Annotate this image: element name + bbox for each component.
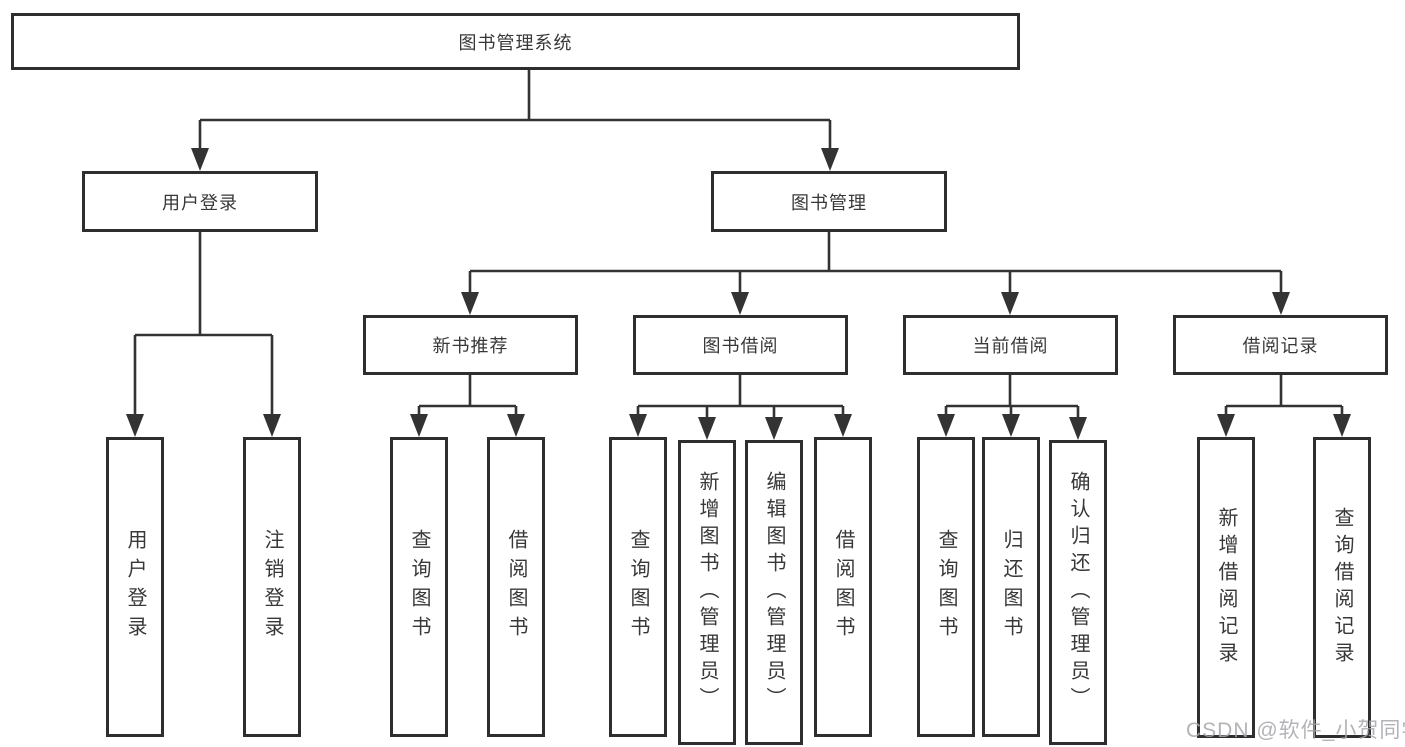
node-current-borrow: 当前借阅 xyxy=(903,315,1118,375)
leaf-borrow-books-recommend: 借阅图书 xyxy=(487,437,545,737)
leaf-logout: 注销登录 xyxy=(243,437,301,737)
node-book-borrow: 图书借阅 xyxy=(633,315,848,375)
leaf-query-borrow-record: 查询借阅记录 xyxy=(1313,437,1371,738)
leaf-user-login: 用户登录 xyxy=(106,437,164,737)
node-user-login: 用户登录 xyxy=(82,171,318,232)
leaf-query-books-current: 查询图书 xyxy=(917,437,975,737)
node-new-book-recommend: 新书推荐 xyxy=(363,315,578,375)
leaf-add-borrow-record: 新增借阅记录 xyxy=(1197,437,1255,738)
csdn-watermark: CSDN @软件_小贺同学 xyxy=(1186,719,1405,742)
leaf-query-books-recommend: 查询图书 xyxy=(390,437,448,737)
arrowheads xyxy=(126,148,1351,440)
node-root: 图书管理系统 xyxy=(11,13,1020,70)
leaf-borrow-books: 借阅图书 xyxy=(814,437,872,737)
leaf-query-books-borrow: 查询图书 xyxy=(609,437,667,737)
leaf-return-book: 归还图书 xyxy=(982,437,1040,737)
node-borrow-records: 借阅记录 xyxy=(1173,315,1388,375)
node-book-management: 图书管理 xyxy=(711,171,947,232)
leaf-confirm-return-admin: 确认归还（管理员） xyxy=(1049,440,1107,745)
leaf-edit-book-admin: 编辑图书（管理员） xyxy=(745,440,803,745)
leaf-add-book-admin: 新增图书（管理员） xyxy=(678,440,736,745)
